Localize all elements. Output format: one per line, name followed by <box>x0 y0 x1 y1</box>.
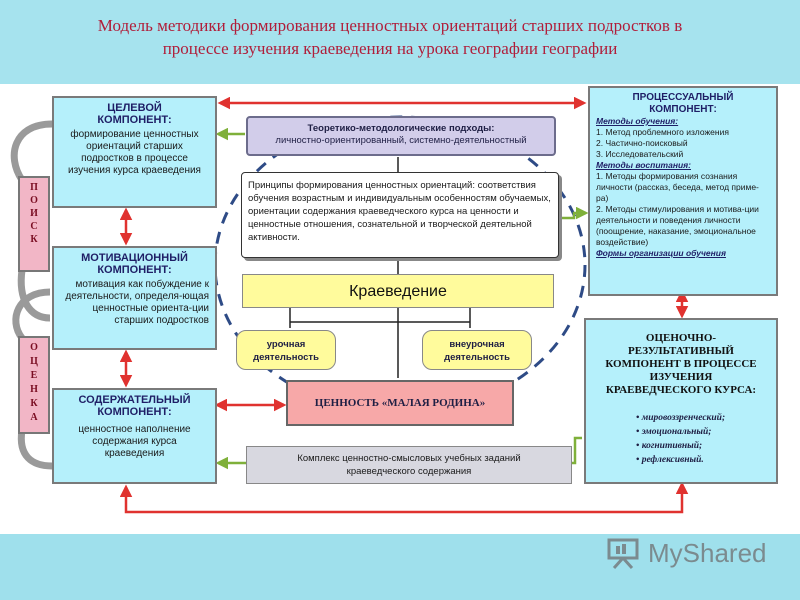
motivation-component-box: МОТИВАЦИОННЫЙ КОМПОНЕНТ: мотивация как п… <box>52 246 217 350</box>
motivation-heading: МОТИВАЦИОННЫЙ КОМПОНЕНТ: <box>81 252 188 276</box>
page-title: Модель методики формирования ценностных … <box>97 16 683 58</box>
curved-arrow-mid <box>17 269 51 322</box>
value-label: ЦЕННОСТЬ «МАЛАЯ РОДИНА» <box>314 397 486 409</box>
approaches-text: личностно-ориентированный, системно-деят… <box>275 135 527 146</box>
upbringing-item: 2. Методы стимулирования и мотива-ции де… <box>596 204 759 247</box>
kraevedenie-box: Краеведение <box>242 274 554 308</box>
curved-arrow-bottom <box>17 429 53 470</box>
teach-item: 2. Частично-поисковый <box>596 138 688 148</box>
tasks-label: Комплекс ценностно-смысловых учебных зад… <box>297 453 521 477</box>
lesson-activity-box: урочная деятельность <box>236 330 336 370</box>
arrow-bottom-loop <box>119 481 689 514</box>
goal-heading: ЦЕЛЕВОЙ КОМПОНЕНТ: <box>97 102 172 126</box>
value-box: ЦЕННОСТЬ «МАЛАЯ РОДИНА» <box>286 380 514 426</box>
curved-arrow-top <box>10 120 53 182</box>
process-heading: ПРОЦЕССУАЛЬНЫЙ КОМПОНЕНТ: <box>632 92 734 115</box>
approaches-box: Теоретико-методологические подходы: личн… <box>246 116 556 156</box>
evaluation-component-box: ОЦЕНОЧНО-РЕЗУЛЬТАТИВНЫЙ КОМПОНЕНТ В ПРОЦ… <box>584 318 778 484</box>
evaluation-list: • мировоззренческий; • эмоциональный; • … <box>596 411 766 467</box>
curved-arrow-low <box>12 288 51 341</box>
evaluation-label: О Ц Е Н К А <box>18 336 50 434</box>
forms-heading: Формы организации обучения <box>596 248 726 258</box>
extra-activity-box: внеурочная деятельность <box>422 330 532 370</box>
teach-item: 3. Исследовательский <box>596 149 684 159</box>
upbringing-methods-heading: Методы воспитания: <box>596 160 691 170</box>
lesson-activity-label: урочная деятельность <box>253 339 319 363</box>
evaluation-heading: ОЦЕНОЧНО-РЕЗУЛЬТАТИВНЫЙ КОМПОНЕНТ В ПРОЦ… <box>605 332 757 396</box>
evaluation-item: • когнитивный; <box>636 441 703 451</box>
search-label: П О И С К <box>18 176 50 272</box>
content-heading: СОДЕРЖАТЕЛЬНЫЙ КОМПОНЕНТ: <box>78 394 191 418</box>
content-text: ценностное наполнение содержания курса к… <box>78 424 191 459</box>
content-component-box: СОДЕРЖАТЕЛЬНЫЙ КОМПОНЕНТ: ценностное нап… <box>52 388 217 484</box>
principles-text: Принципы формирования ценностных ориента… <box>248 180 551 243</box>
teach-methods-heading: Методы обучения: <box>596 116 679 126</box>
tasks-box: Комплекс ценностно-смысловых учебных зад… <box>246 446 572 484</box>
goal-text: формирование ценностных ориентаций старш… <box>68 129 201 176</box>
evaluation-item: • рефлексивный. <box>636 455 704 465</box>
principles-box: Принципы формирования ценностных ориента… <box>241 172 559 258</box>
extra-activity-label: внеурочная деятельность <box>444 339 510 363</box>
logo-text: MyShared <box>648 538 767 568</box>
process-component-box: ПРОЦЕССУАЛЬНЫЙ КОМПОНЕНТ: Методы обучени… <box>588 86 778 296</box>
presentation-board-icon <box>607 538 639 570</box>
kraevedenie-label: Краеведение <box>349 283 447 300</box>
motivation-text: мотивация как побуждение к деятельности,… <box>65 279 209 326</box>
title-band <box>0 0 800 84</box>
upbringing-item: 1. Методы формирования сознания личности… <box>596 171 759 203</box>
myshared-logo: MyShared <box>606 536 776 574</box>
arrow-principles-process <box>558 206 589 220</box>
evaluation-item: • мировоззренческий; <box>636 413 726 423</box>
evaluation-item: • эмоциональный; <box>636 427 712 437</box>
approaches-heading: Теоретико-методологические подходы: <box>307 123 495 134</box>
goal-component-box: ЦЕЛЕВОЙ КОМПОНЕНТ: формирование ценностн… <box>52 96 217 208</box>
teach-item: 1. Метод проблемного изложения <box>596 127 729 137</box>
